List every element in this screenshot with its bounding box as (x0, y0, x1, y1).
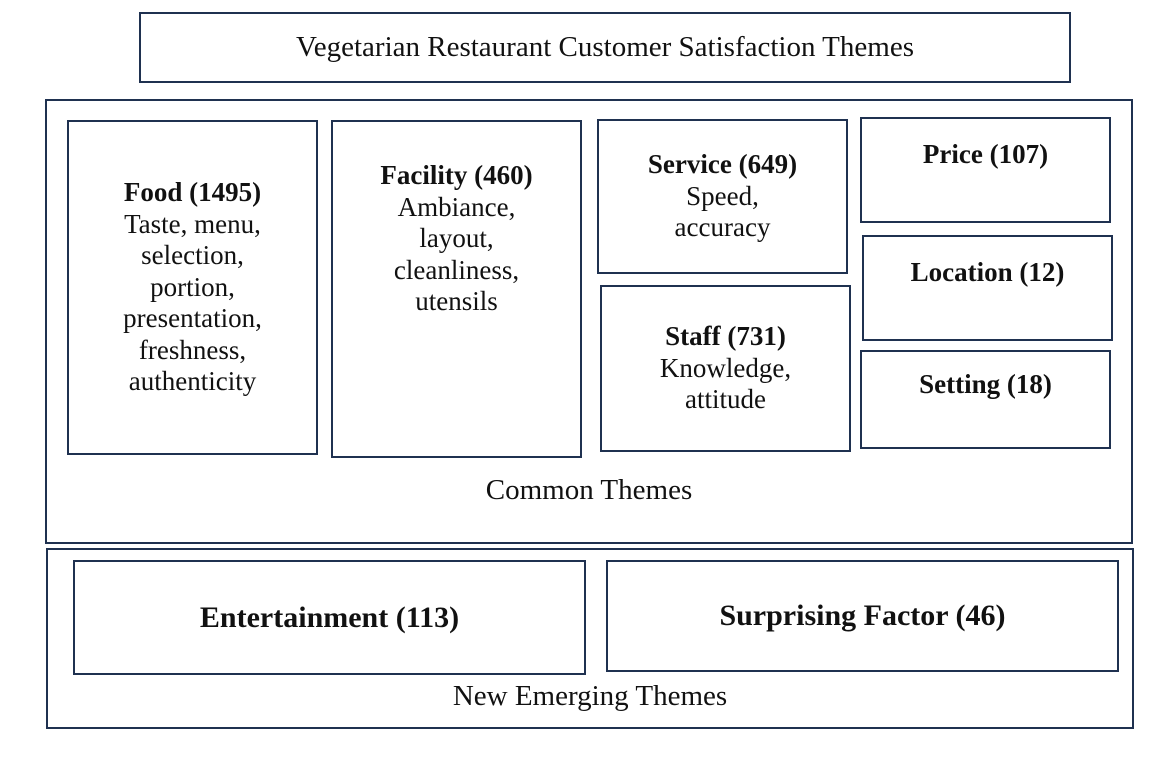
theme-staff-desc-2: attitude (685, 384, 766, 415)
theme-price: Price (107) (860, 117, 1111, 223)
theme-facility-desc-2: layout, (419, 223, 494, 254)
new-emerging-themes-label: New Emerging Themes (452, 680, 728, 712)
theme-food-name: Food (1495) (123, 176, 262, 207)
theme-location: Location (12) (862, 235, 1113, 341)
theme-food-desc-4: presentation, (123, 303, 262, 334)
theme-food-desc-5: freshness, (138, 334, 247, 365)
theme-entertainment-name: Entertainment (113) (199, 600, 460, 634)
theme-facility-desc-3: cleanliness, (393, 254, 520, 285)
theme-service-desc-1: Speed, (686, 180, 759, 211)
theme-surprising-factor-name: Surprising Factor (46) (719, 599, 1006, 632)
theme-entertainment: Entertainment (113) (73, 560, 586, 675)
theme-price-name: Price (107) (922, 139, 1049, 169)
theme-facility-desc-4: utensils (415, 286, 498, 317)
theme-food-desc-6: authenticity (128, 366, 257, 397)
theme-facility-name: Facility (460) (380, 160, 533, 190)
theme-location-name: Location (12) (910, 257, 1065, 287)
theme-staff-desc-1: Knowledge, (659, 352, 792, 383)
common-themes-label: Common Themes (485, 474, 693, 506)
theme-staff: Staff (731) Knowledge, attitude (600, 285, 851, 452)
theme-food: Food (1495) Taste, menu, selection, port… (67, 120, 318, 455)
theme-staff-name: Staff (731) (665, 321, 786, 352)
theme-food-desc-2: selection, (141, 240, 244, 271)
theme-food-desc-1: Taste, menu, (124, 208, 261, 239)
theme-food-desc-3: portion, (150, 271, 235, 302)
theme-service: Service (649) Speed, accuracy (597, 119, 848, 274)
diagram-title-box: Vegetarian Restaurant Customer Satisfact… (139, 12, 1071, 83)
theme-setting: Setting (18) (860, 350, 1111, 449)
theme-service-desc-2: accuracy (674, 212, 771, 243)
theme-setting-name: Setting (18) (919, 369, 1052, 399)
theme-surprising-factor: Surprising Factor (46) (606, 560, 1119, 672)
common-themes-frame (45, 99, 1133, 544)
new-emerging-themes-frame (46, 548, 1134, 729)
theme-facility-desc-1: Ambiance, (397, 191, 516, 222)
diagram-title: Vegetarian Restaurant Customer Satisfact… (296, 31, 914, 63)
theme-facility: Facility (460) Ambiance, layout, cleanli… (331, 120, 582, 458)
theme-service-name: Service (649) (647, 149, 798, 180)
